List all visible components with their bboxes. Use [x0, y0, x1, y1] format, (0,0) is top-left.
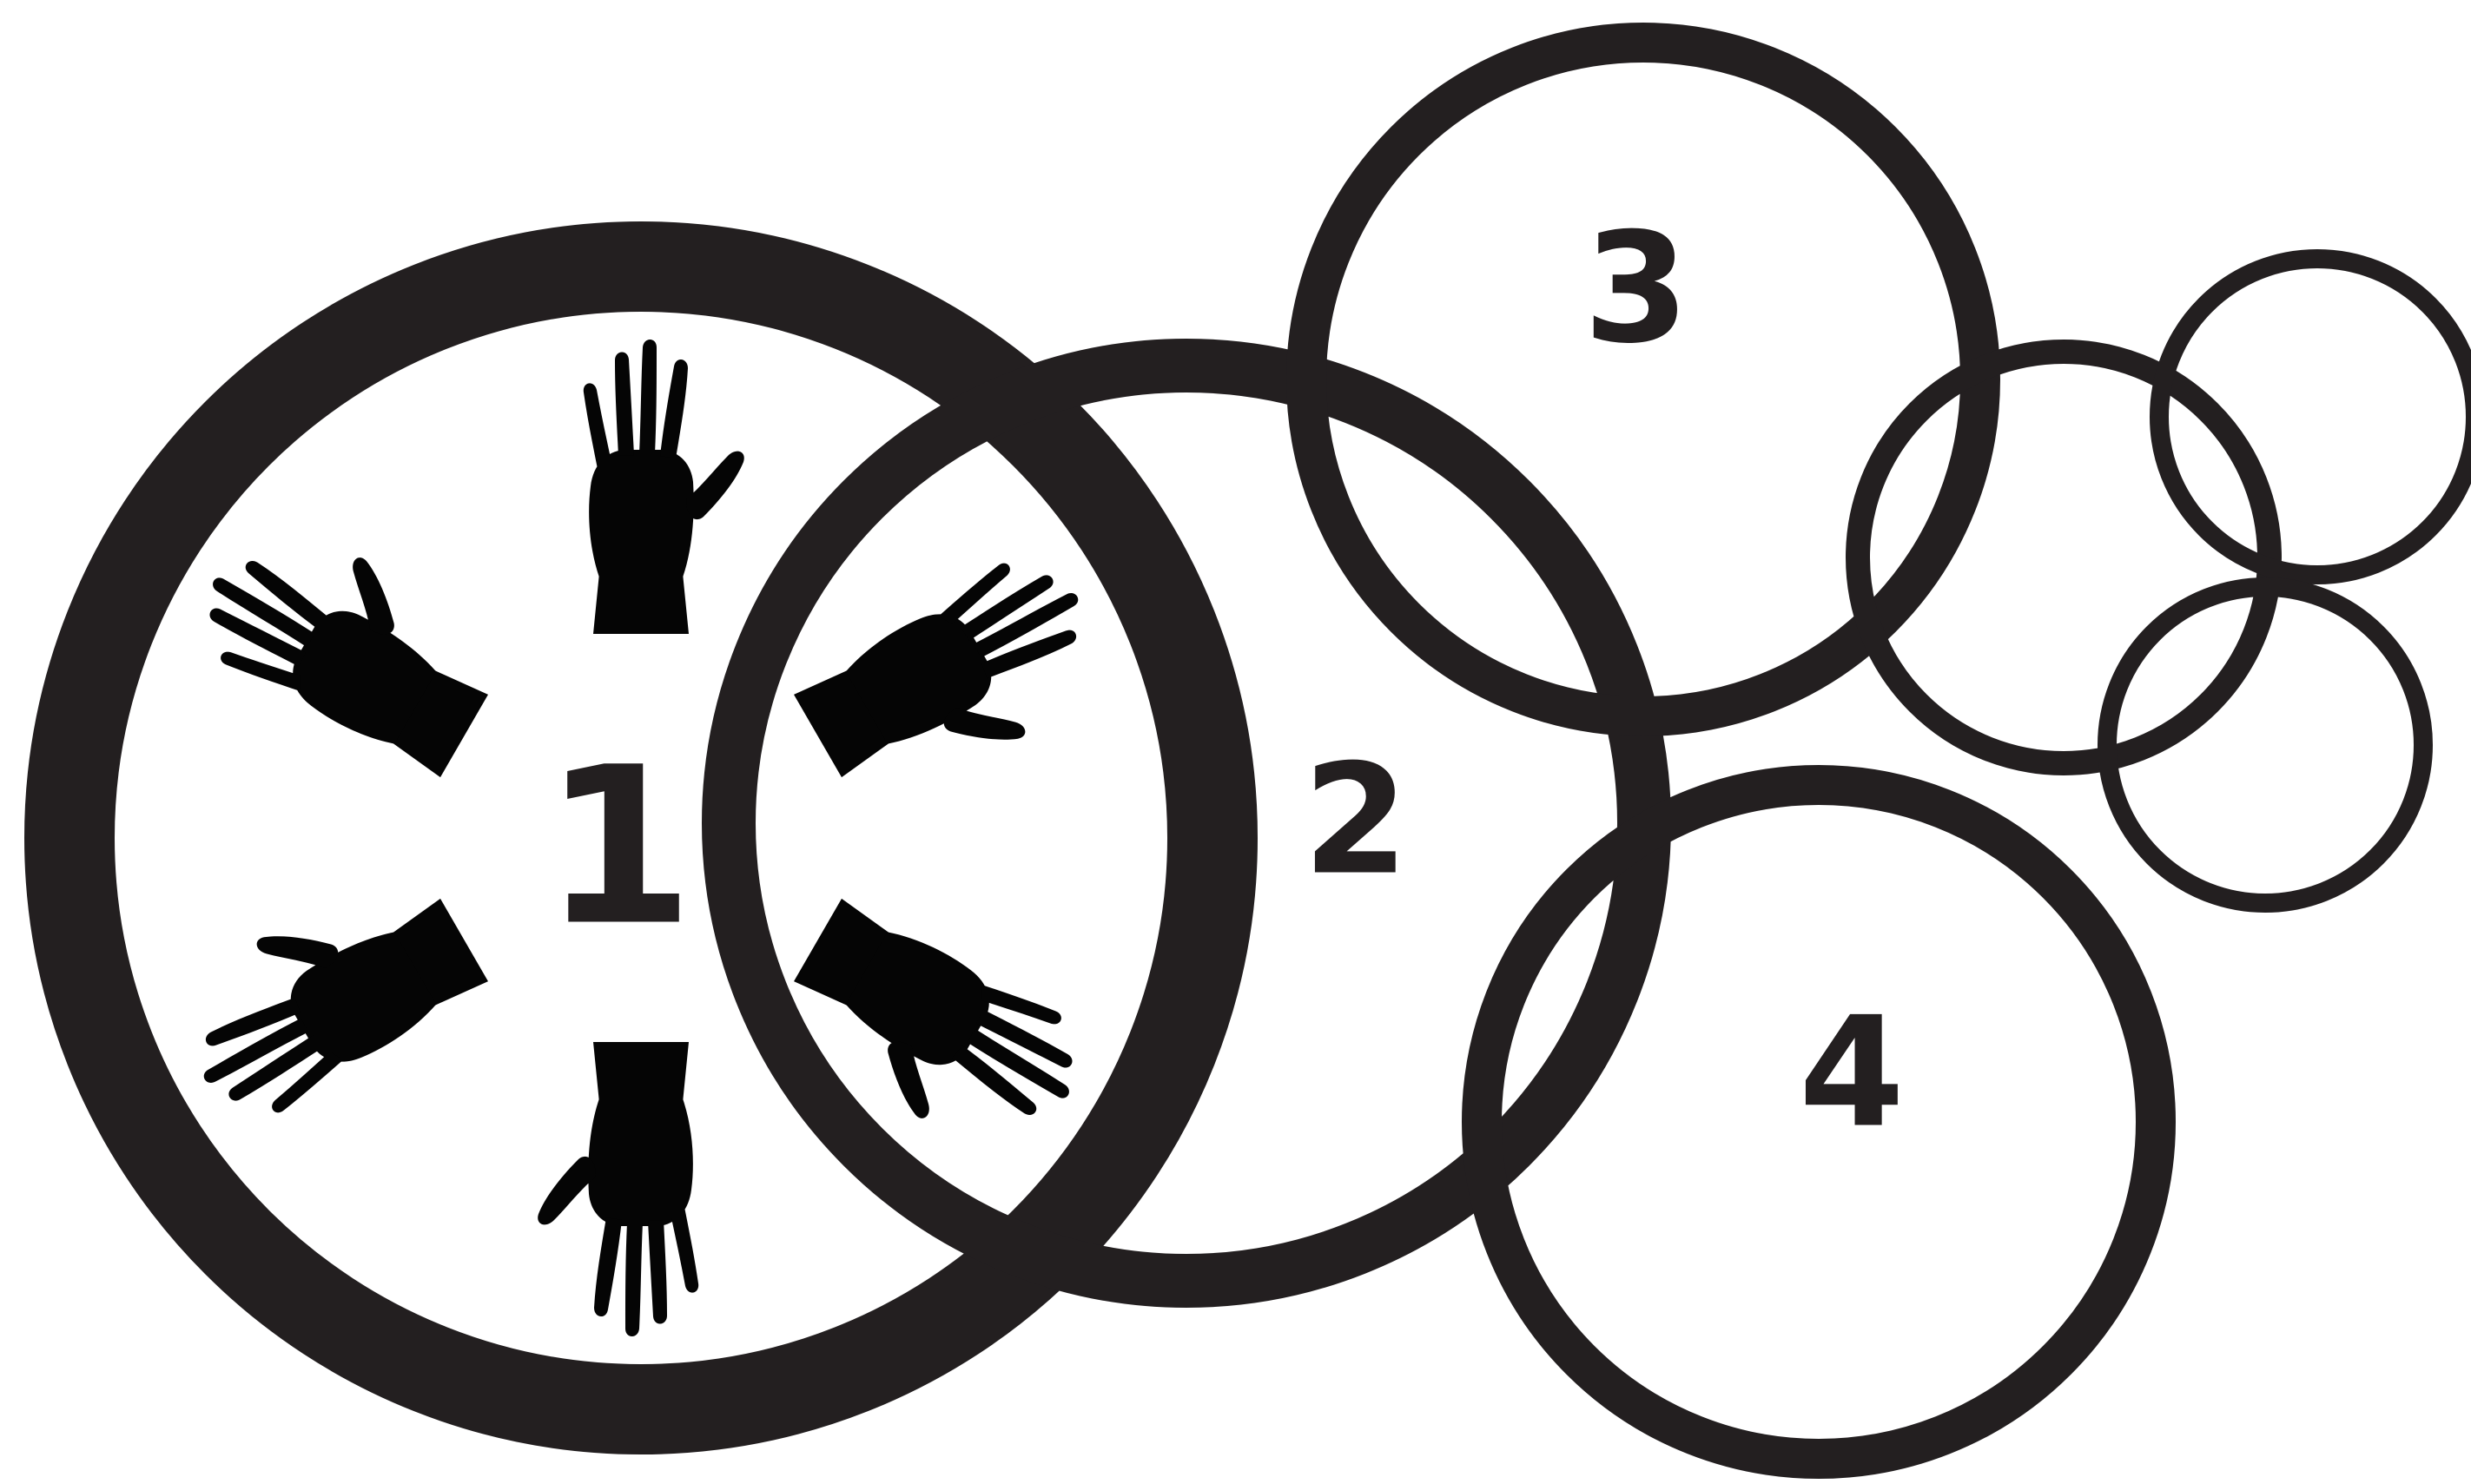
ring-3-label: 3 [1583, 201, 1689, 378]
ring-2-label: 2 [1303, 733, 1409, 909]
reaching-hand-icon [181, 499, 516, 786]
reaching-hand-icon [158, 851, 493, 1138]
ring-4-label: 4 [1799, 986, 1905, 1162]
reaching-hand-icon [789, 539, 1124, 826]
ring-1-label: 1 [543, 721, 694, 973]
ring-3 [1306, 43, 1980, 716]
reaching-hand-icon [584, 340, 744, 634]
reaching-hand-icon [538, 1042, 698, 1336]
